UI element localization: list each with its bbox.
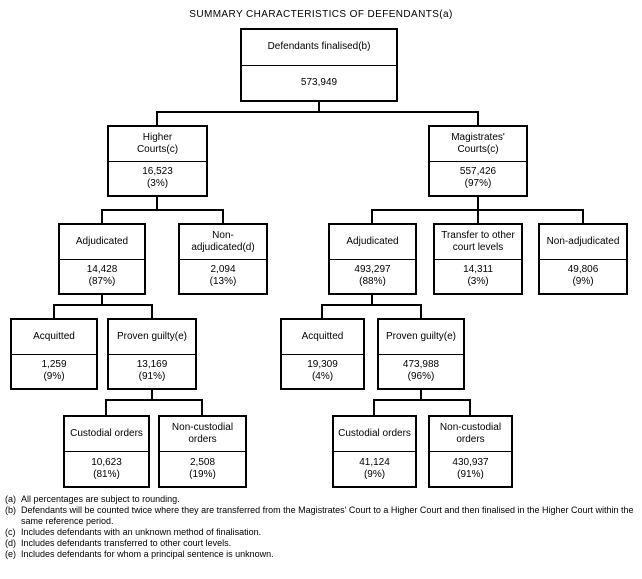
node-value: 573,949 xyxy=(242,64,396,101)
node-higher-adjudicated: Adjudicated 14,428 (87%) xyxy=(58,223,146,295)
connector-line xyxy=(371,209,373,223)
node-value: 1,259 (9%) xyxy=(12,353,96,389)
node-value: 557,426 (97%) xyxy=(430,160,526,196)
node-higher-courts: Higher Courts(c) 16,523 (3%) xyxy=(107,125,208,197)
connector-line xyxy=(156,197,158,211)
node-label: Proven guilty(e) xyxy=(385,330,457,342)
node-value: 430,937 (91%) xyxy=(430,451,511,486)
connector-line xyxy=(582,209,584,223)
connector-line xyxy=(420,304,422,318)
connector-line xyxy=(321,304,323,318)
footnote: (e) Includes defendants for whom a princ… xyxy=(5,549,639,560)
node-higher-proven-guilty: Proven guilty(e) 13,169 (91%) xyxy=(107,318,197,390)
node-value: 473,988 (96%) xyxy=(379,353,463,389)
footnote-text: Includes defendants for whom a principal… xyxy=(21,549,274,559)
connector-line xyxy=(156,111,158,125)
footnote: (a) All percentages are subject to round… xyxy=(5,494,639,505)
node-value: 2,508 (19%) xyxy=(160,451,245,486)
connector-line xyxy=(101,295,103,306)
node-label: Custodial orders xyxy=(70,428,143,439)
node-label: Proven guilty(e) xyxy=(116,330,188,342)
footnote: (c) Includes defendants with an unknown … xyxy=(5,527,639,538)
node-value: 14,311 (3%) xyxy=(435,258,521,294)
connector-line xyxy=(201,399,203,415)
node-transfer-to-other-court-levels: Transfer to other court levels 14,311 (3… xyxy=(433,223,523,295)
node-magistrates-acquitted: Acquitted 19,309 (4%) xyxy=(280,318,365,390)
node-label: Adjudicated xyxy=(346,235,399,247)
footnote-marker: (b) xyxy=(5,505,16,515)
node-value: 19,309 (4%) xyxy=(282,353,363,389)
node-magistrates-courts: Magistrates' Courts(c) 557,426 (97%) xyxy=(428,125,528,197)
page-title: SUMMARY CHARACTERISTICS OF DEFENDANTS(a) xyxy=(189,9,453,20)
node-value: 14,428 (87%) xyxy=(60,258,144,294)
node-value: 13,169 (91%) xyxy=(109,353,195,389)
node-label: Non-adjudicated xyxy=(546,235,620,247)
connector-line xyxy=(53,304,153,306)
connector-line xyxy=(101,209,224,211)
connector-line xyxy=(371,295,373,306)
node-magistrates-proven-guilty: Proven guilty(e) 473,988 (96%) xyxy=(377,318,465,390)
footnote-marker: (a) xyxy=(5,494,16,504)
node-higher-non-adjudicated: Non-adjudicated(d) 2,094 (13%) xyxy=(178,223,268,295)
node-value: 10,623 (81%) xyxy=(65,451,148,486)
connector-line xyxy=(101,209,103,223)
connector-line xyxy=(477,197,479,211)
connector-line xyxy=(373,399,375,415)
connector-line xyxy=(420,390,422,401)
connector-line xyxy=(156,111,479,113)
node-value: 41,124 (9%) xyxy=(334,451,415,486)
node-label: Transfer to other court levels xyxy=(441,229,515,253)
footnote: (b) Defendants will be counted twice whe… xyxy=(5,505,639,527)
connector-line xyxy=(151,304,153,318)
node-value: 2,094 (13%) xyxy=(180,258,266,294)
connector-line xyxy=(318,102,320,113)
footnote-text: Includes defendants transferred to other… xyxy=(21,538,232,548)
node-label: Custodial orders xyxy=(338,428,411,439)
footnote-marker: (d) xyxy=(5,538,16,548)
footnote-marker: (e) xyxy=(5,549,16,559)
node-magistrates-custodial-orders: Custodial orders 41,124 (9%) xyxy=(332,415,417,488)
node-label: Acquitted xyxy=(301,330,344,342)
connector-line xyxy=(222,209,224,223)
connector-line xyxy=(477,111,479,125)
node-label: Adjudicated xyxy=(75,235,129,247)
node-magistrates-adjudicated: Adjudicated 493,297 (88%) xyxy=(328,223,417,295)
node-value: 49,806 (9%) xyxy=(540,258,626,294)
connector-line xyxy=(469,399,471,415)
footnote-marker: (c) xyxy=(5,527,16,537)
connector-line xyxy=(105,399,107,415)
node-value: 16,523 (3%) xyxy=(109,160,206,196)
connector-line xyxy=(105,399,203,401)
connector-line xyxy=(373,399,471,401)
connector-line xyxy=(477,209,479,223)
node-label: Non-custodial orders xyxy=(439,422,502,445)
node-higher-non-custodial-orders: Non-custodial orders 2,508 (19%) xyxy=(158,415,247,488)
node-label: Magistrates' Courts(c) xyxy=(451,131,505,155)
footnote-text: Defendants will be counted twice where t… xyxy=(21,505,634,526)
footnotes: (a) All percentages are subject to round… xyxy=(5,494,639,560)
connector-line xyxy=(321,304,422,306)
node-defendants-finalised: Defendants finalised(b) 573,949 xyxy=(240,28,398,102)
node-higher-custodial-orders: Custodial orders 10,623 (81%) xyxy=(63,415,150,488)
node-label: Higher Courts(c) xyxy=(136,131,179,155)
node-value: 493,297 (88%) xyxy=(330,258,415,294)
connector-line xyxy=(53,304,55,318)
node-higher-acquitted: Acquitted 1,259 (9%) xyxy=(10,318,98,390)
footnote-text: All percentages are subject to rounding. xyxy=(21,494,180,504)
node-magistrates-non-custodial-orders: Non-custodial orders 430,937 (91%) xyxy=(428,415,513,488)
node-label: Non-adjudicated(d) xyxy=(191,229,255,253)
node-magistrates-non-adjudicated: Non-adjudicated 49,806 (9%) xyxy=(538,223,628,295)
footnote: (d) Includes defendants transferred to o… xyxy=(5,538,639,549)
node-label: Non-custodial orders xyxy=(171,422,234,445)
node-label: Defendants finalised(b) xyxy=(267,41,371,53)
connector-line xyxy=(151,390,153,401)
footnote-text: Includes defendants with an unknown meth… xyxy=(21,527,262,537)
node-label: Acquitted xyxy=(33,330,75,342)
